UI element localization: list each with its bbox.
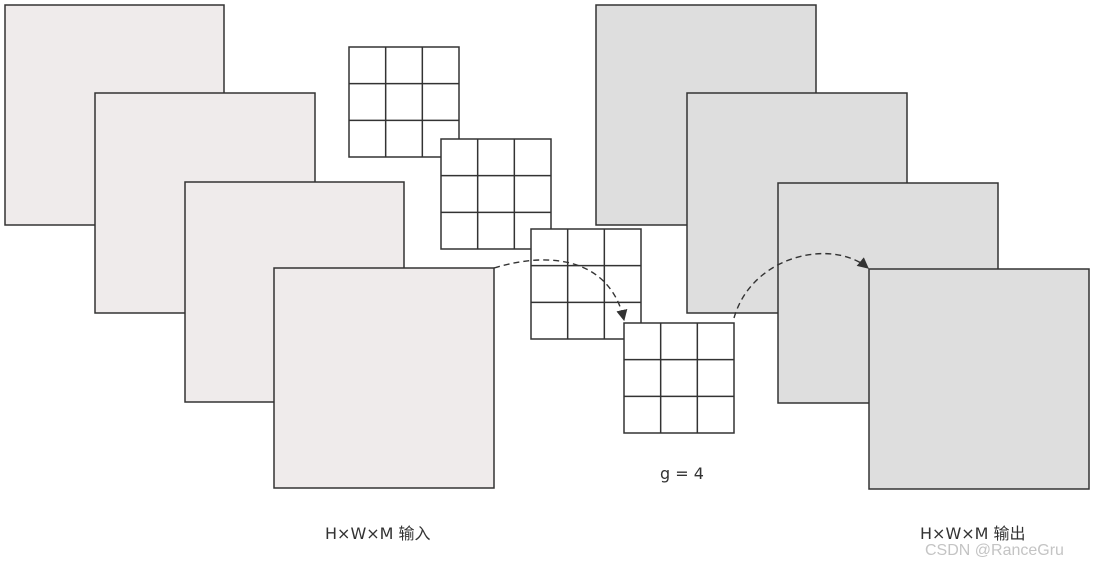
kernel-stack [348, 46, 735, 434]
output-label: H×W×M 输出 [920, 524, 1026, 543]
output-feature-map-stack [595, 4, 1090, 490]
watermark: CSDN @RanceGru [925, 542, 1064, 559]
output-feature-map-4 [868, 268, 1090, 490]
input-label: H×W×M 输入 [325, 524, 431, 543]
input-feature-map-stack [4, 4, 495, 489]
input-feature-map-4 [273, 267, 495, 489]
kernel-4 [623, 322, 735, 434]
group-count-label: g = 4 [660, 464, 704, 483]
arrow-kernel-to-output [733, 253, 869, 319]
kernel-frame [623, 322, 735, 434]
arrow-input-to-kernel [493, 259, 628, 322]
